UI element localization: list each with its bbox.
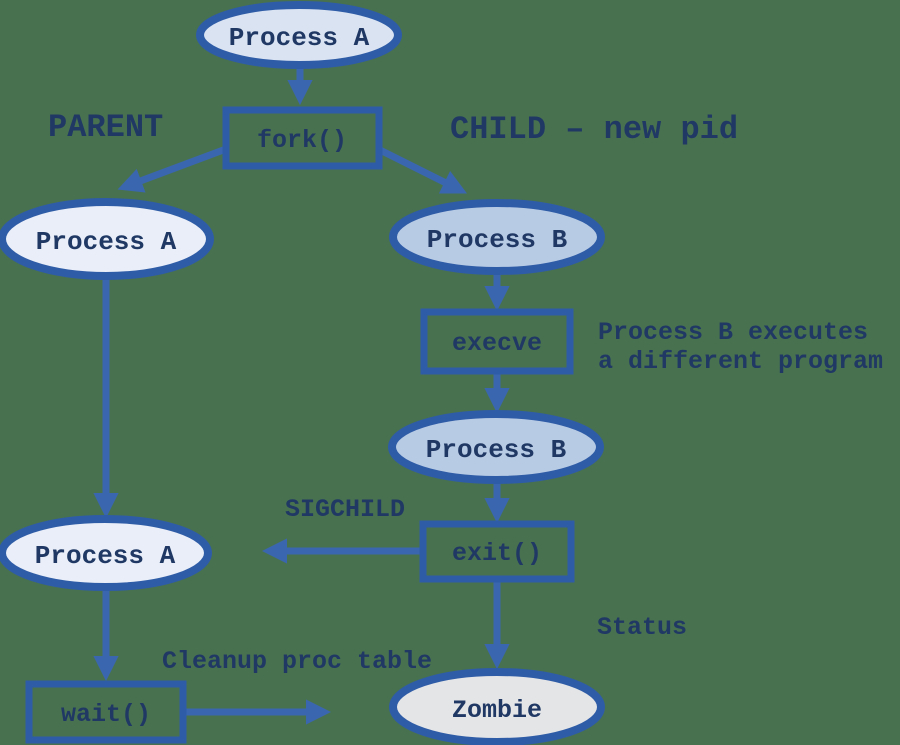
- exec-note-line2: a different program: [598, 347, 883, 376]
- fork-label: fork(): [257, 126, 347, 155]
- execve-box: [420, 308, 574, 375]
- sigchild-annotation: SIGCHILD: [285, 495, 405, 524]
- child-annotation: CHILD – new pid: [450, 111, 738, 148]
- exit-label: exit(): [452, 539, 542, 568]
- fork-box: [222, 106, 383, 170]
- execve-label: execve: [452, 329, 542, 358]
- process-a-waiting-label: Process A: [35, 541, 176, 571]
- cleanup-annotation: Cleanup proc table: [162, 647, 432, 676]
- exit-box: [419, 520, 575, 583]
- edge-fork-to-parent-arrow: [117, 145, 228, 193]
- process-b-after-exec-node: [388, 410, 604, 484]
- process-b-after-exec-label: Process B: [426, 435, 567, 465]
- wait-label: wait(): [61, 700, 151, 729]
- zombie-label: Zombie: [452, 696, 542, 725]
- edge-fork-to-child-arrow: [376, 145, 468, 194]
- process-a-top-label: Process A: [229, 23, 370, 53]
- exec-note-line1: Process B executes: [598, 318, 868, 347]
- process-a-left-node: [0, 198, 214, 280]
- process-a-waiting-node: [0, 515, 212, 591]
- process-a-top-node: [196, 1, 402, 69]
- process-b-child-node: [389, 199, 605, 275]
- status-annotation: Status: [597, 613, 687, 642]
- process-a-left-label: Process A: [36, 227, 177, 257]
- zombie-node: [389, 668, 605, 745]
- process-b-child-label: Process B: [427, 225, 568, 255]
- wait-box: [25, 680, 187, 744]
- parent-annotation: PARENT: [48, 109, 163, 146]
